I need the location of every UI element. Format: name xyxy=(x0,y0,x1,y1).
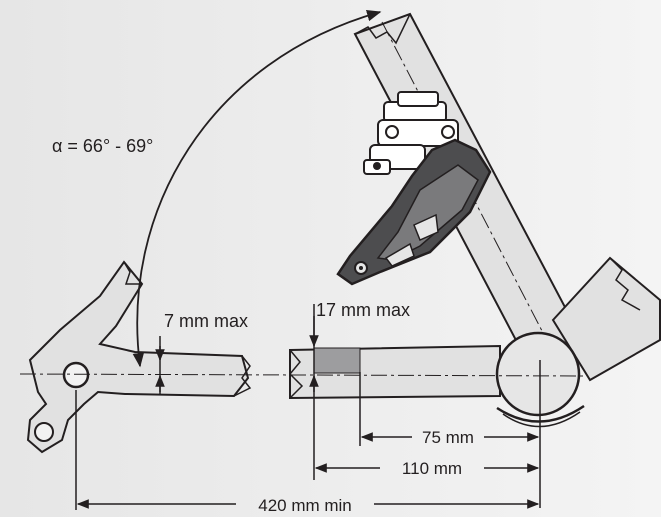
seat-tube-centerline xyxy=(381,21,556,357)
down-tube xyxy=(551,256,661,382)
seattube-offset-label: 17 mm max xyxy=(316,300,410,320)
clearance-zone-marker xyxy=(313,347,361,374)
dim-420-label: 420 mm min xyxy=(258,496,352,515)
chainstay-offset-label: 7 mm max xyxy=(164,311,248,331)
chainstay xyxy=(288,344,501,400)
rear-axle xyxy=(62,361,90,389)
angle-arc-arrow xyxy=(132,9,382,368)
angle-label: α = 66° - 69° xyxy=(52,136,153,156)
dim-110-label: 110 mm xyxy=(402,459,462,478)
dim-75-label: 75 mm xyxy=(422,428,474,447)
hanger-bolt xyxy=(34,422,54,442)
chainstay-centerline xyxy=(19,373,587,377)
